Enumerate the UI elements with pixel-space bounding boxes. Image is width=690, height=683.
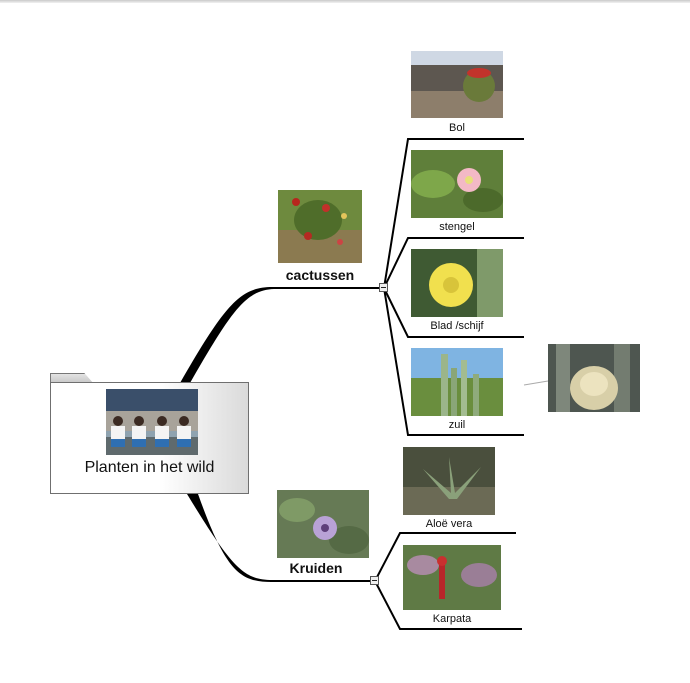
link-cactussen-blad: [383, 287, 524, 338]
passion-flower-photo: [277, 490, 369, 558]
leaf-label-zuil[interactable]: zuil: [448, 419, 466, 431]
root-label: Planten in het wild: [84, 459, 215, 476]
link-cactussen-bol: [383, 138, 524, 289]
branch-label-cactussen[interactable]: cactussen: [285, 267, 355, 283]
collapse-cactussen-button[interactable]: [379, 283, 388, 292]
link-kruiden-aloe: [374, 532, 516, 582]
root-node[interactable]: Planten in het wild: [50, 382, 249, 494]
collapse-kruiden-button[interactable]: [370, 576, 379, 585]
leaf-label-bol[interactable]: Bol: [449, 122, 465, 134]
aloe-vera-photo: [403, 447, 495, 515]
pink-cactus-flower-photo: [411, 150, 503, 218]
link-zuil-attached-image: [523, 380, 549, 386]
column-cactus-photo: [411, 348, 503, 416]
link-root-cactussen: [180, 287, 274, 383]
leaf-label-karpata[interactable]: Karpata: [432, 613, 472, 625]
link-kruiden-karpata: [374, 580, 522, 630]
link-root-kruiden: [187, 494, 272, 582]
group-of-students-photo: [106, 389, 198, 455]
leaf-label-blad-schijf[interactable]: Blad /schijf: [430, 320, 484, 332]
leaf-label-aloe-vera[interactable]: Aloë vera: [425, 518, 473, 530]
link-cactussen-stengel: [383, 237, 524, 289]
link-cactussen-zuil: [383, 287, 524, 436]
barrel-cactus-photo: [411, 51, 503, 118]
flowering-cactus-photo: [278, 190, 362, 263]
cactus-closeup-photo[interactable]: [548, 344, 640, 412]
top-border: [0, 0, 690, 3]
leaf-label-stengel[interactable]: stengel: [439, 221, 475, 233]
castor-plant-photo: [403, 545, 501, 610]
branch-label-kruiden[interactable]: Kruiden: [289, 560, 343, 576]
yellow-cactus-flower-photo: [411, 249, 503, 317]
